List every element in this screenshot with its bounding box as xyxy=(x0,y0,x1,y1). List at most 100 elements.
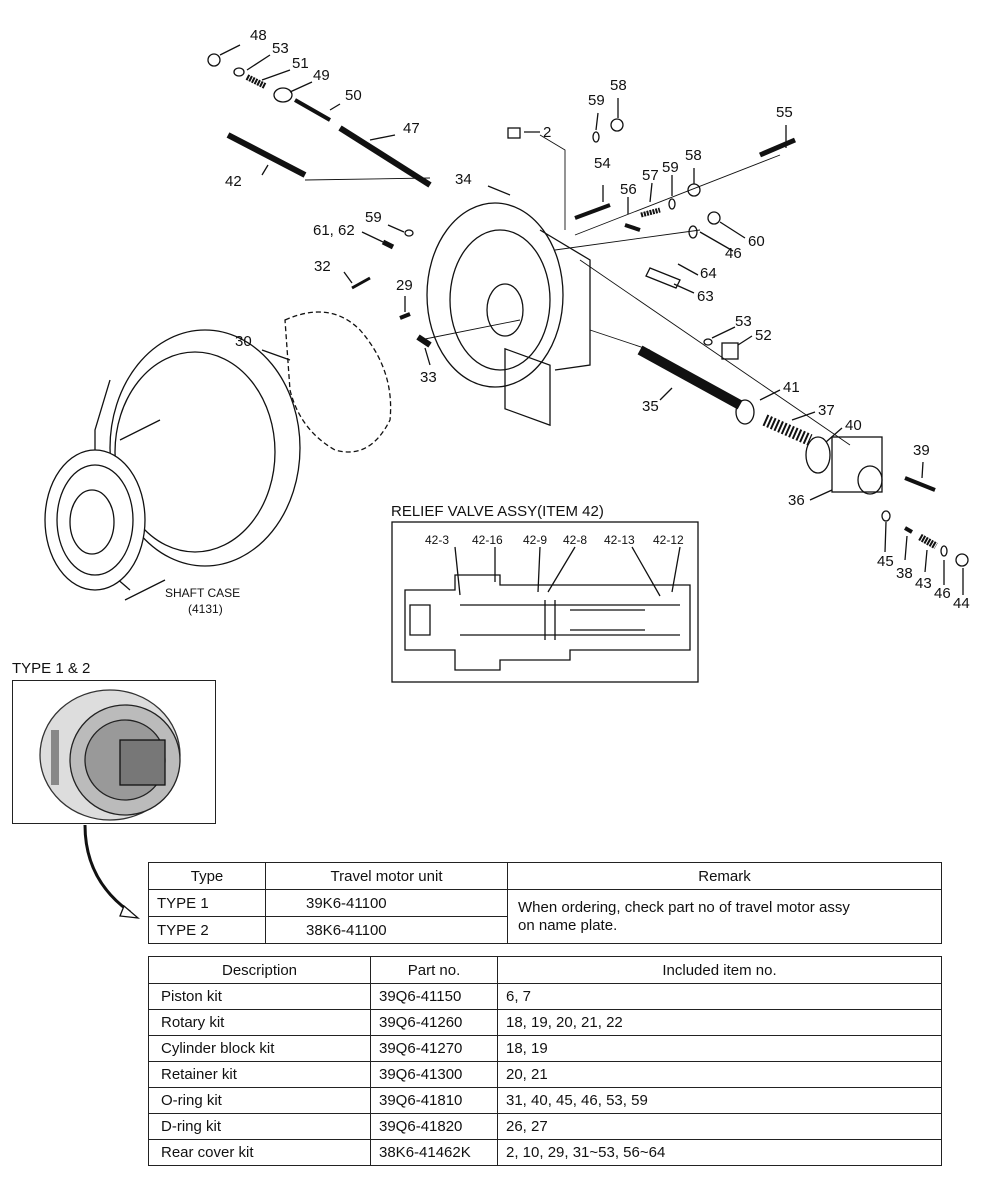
part-no-cell: 39Q6-41820 xyxy=(370,1113,498,1140)
callout-32: 32 xyxy=(314,258,331,275)
part-no-header: Part no. xyxy=(370,956,498,984)
relief-valve-box xyxy=(391,521,699,683)
table-row: O-ring kit 39Q6-41810 31, 40, 45, 46, 53… xyxy=(148,1087,942,1114)
type-label: TYPE 1 & 2 xyxy=(12,660,91,677)
part-no-cell: 39Q6-41270 xyxy=(370,1035,498,1062)
callout-61-62: 61, 62 xyxy=(313,222,355,239)
callout-54: 54 xyxy=(594,155,611,172)
kit-table: Description Part no. Included item no. P… xyxy=(148,956,942,1166)
included-items-cell: 31, 40, 45, 46, 53, 59 xyxy=(497,1087,942,1114)
callout-41: 41 xyxy=(783,379,800,396)
remark-header: Remark xyxy=(507,862,942,890)
relief-valve-section xyxy=(404,546,691,671)
callout-60: 60 xyxy=(748,233,765,250)
shaft-case-number: (4131) xyxy=(188,602,223,616)
included-items-cell: 6, 7 xyxy=(497,983,942,1010)
callout-47: 47 xyxy=(403,120,420,137)
callout-38: 38 xyxy=(896,565,913,582)
description-cell: Piston kit xyxy=(148,983,371,1010)
callout-34: 34 xyxy=(455,171,472,188)
shaft-case-label: SHAFT CASE xyxy=(165,586,240,600)
callout-42: 42 xyxy=(225,173,242,190)
rv-label-42-12: 42-12 xyxy=(653,533,684,547)
rv-label-42-3: 42-3 xyxy=(425,533,449,547)
callout-52: 52 xyxy=(755,327,772,344)
unit-header: Travel motor unit xyxy=(265,862,508,890)
description-cell: O-ring kit xyxy=(148,1087,371,1114)
callout-33: 33 xyxy=(420,369,437,386)
callout-63: 63 xyxy=(697,288,714,305)
rv-label-42-8: 42-8 xyxy=(563,533,587,547)
callout-53: 53 xyxy=(272,40,289,57)
callout-51: 51 xyxy=(292,55,309,72)
callout-50: 50 xyxy=(345,87,362,104)
included-items-cell: 2, 10, 29, 31~53, 56~64 xyxy=(497,1139,942,1166)
table-row: Retainer kit 39Q6-41300 20, 21 xyxy=(148,1061,942,1088)
callout-2: 2 xyxy=(543,124,551,141)
part-no-cell: 39Q6-41260 xyxy=(370,1009,498,1036)
rv-label-42-16: 42-16 xyxy=(472,533,503,547)
shaft-case-drawing xyxy=(44,329,301,601)
part-no-cell: 39Q6-41810 xyxy=(370,1087,498,1114)
callout-59-c: 59 xyxy=(365,209,382,226)
part-no-cell: 38K6-41462K xyxy=(370,1139,498,1166)
callout-45: 45 xyxy=(877,553,894,570)
callout-49: 49 xyxy=(313,67,330,84)
callout-56: 56 xyxy=(620,181,637,198)
table-row: Rear cover kit 38K6-41462K 2, 10, 29, 31… xyxy=(148,1139,942,1166)
part-no-cell: 39Q6-41150 xyxy=(370,983,498,1010)
travel-motor-photo xyxy=(39,689,181,821)
type-header: Type xyxy=(148,862,266,890)
callout-48: 48 xyxy=(250,27,267,44)
type-cell: TYPE 2 xyxy=(148,916,266,944)
description-cell: Retainer kit xyxy=(148,1061,371,1088)
callout-37: 37 xyxy=(818,402,835,419)
type-inset-frame xyxy=(12,680,216,824)
callout-58-a: 58 xyxy=(610,77,627,94)
callout-58-b: 58 xyxy=(685,147,702,164)
unit-cell: 39K6-41100 xyxy=(265,889,508,917)
remark-line-1: When ordering, check part no of travel m… xyxy=(518,898,850,916)
callout-43: 43 xyxy=(915,575,932,592)
rv-label-42-9: 42-9 xyxy=(523,533,547,547)
callout-39: 39 xyxy=(913,442,930,459)
description-cell: Rotary kit xyxy=(148,1009,371,1036)
remark-line-2: on name plate. xyxy=(518,916,618,934)
remark-cell: When ordering, check part no of travel m… xyxy=(507,889,942,944)
callout-46-a: 46 xyxy=(725,245,742,262)
included-items-cell: 26, 27 xyxy=(497,1113,942,1140)
included-items-cell: 18, 19 xyxy=(497,1035,942,1062)
callout-46-b: 46 xyxy=(934,585,951,602)
rear-cover-flange-drawing xyxy=(426,202,591,427)
table-row: Piston kit 39Q6-41150 6, 7 xyxy=(148,983,942,1010)
included-items-cell: 18, 19, 20, 21, 22 xyxy=(497,1009,942,1036)
type-table: Type Travel motor unit Remark TYPE 1 39K… xyxy=(148,862,942,944)
callout-55: 55 xyxy=(776,104,793,121)
description-cell: Rear cover kit xyxy=(148,1139,371,1166)
callout-59-b: 59 xyxy=(662,159,679,176)
description-cell: Cylinder block kit xyxy=(148,1035,371,1062)
type-cell: TYPE 1 xyxy=(148,889,266,917)
included-items-cell: 20, 21 xyxy=(497,1061,942,1088)
description-header: Description xyxy=(148,956,371,984)
callout-36: 36 xyxy=(788,492,805,509)
part-no-cell: 39Q6-41300 xyxy=(370,1061,498,1088)
unit-cell: 38K6-41100 xyxy=(265,916,508,944)
relief-valve-title: RELIEF VALVE ASSY(ITEM 42) xyxy=(391,503,604,520)
table-row: D-ring kit 39Q6-41820 26, 27 xyxy=(148,1113,942,1140)
spring-set-drawing xyxy=(284,311,392,453)
callout-59-a: 59 xyxy=(588,92,605,109)
included-items-header: Included item no. xyxy=(497,956,942,984)
callout-35: 35 xyxy=(642,398,659,415)
callout-44: 44 xyxy=(953,595,970,612)
callout-40: 40 xyxy=(845,417,862,434)
callout-64: 64 xyxy=(700,265,717,282)
callout-53-b: 53 xyxy=(735,313,752,330)
callout-29: 29 xyxy=(396,277,413,294)
callout-57: 57 xyxy=(642,167,659,184)
callout-30: 30 xyxy=(235,333,252,350)
table-row: Rotary kit 39Q6-41260 18, 19, 20, 21, 22 xyxy=(148,1009,942,1036)
rv-label-42-13: 42-13 xyxy=(604,533,635,547)
description-cell: D-ring kit xyxy=(148,1113,371,1140)
